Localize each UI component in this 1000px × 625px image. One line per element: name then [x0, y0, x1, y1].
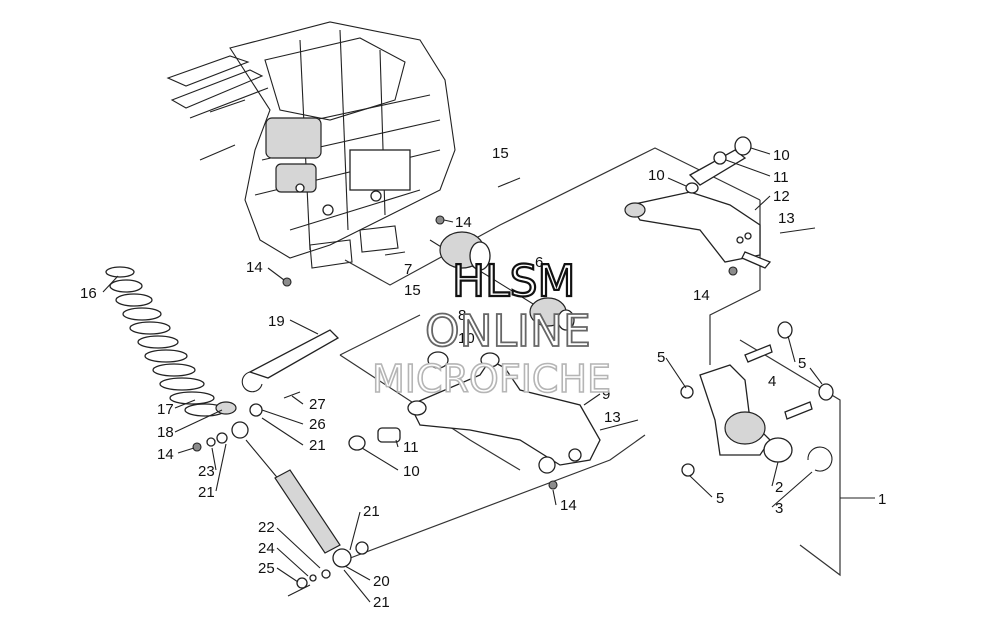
callout-4: 4 [768, 373, 776, 390]
callout-13-a: 13 [778, 210, 795, 227]
shock-absorber [192, 391, 369, 597]
callout-15-b: 15 [404, 282, 421, 299]
knuckle-hub [680, 321, 834, 477]
callout-11-b: 11 [403, 439, 419, 456]
callout-22: 22 [258, 519, 275, 536]
callout-16: 16 [80, 285, 97, 302]
callout-21-b: 21 [198, 484, 215, 501]
drive-axle [384, 215, 576, 331]
callout-18: 18 [157, 424, 174, 441]
callout-14-c: 14 [693, 287, 710, 304]
callout-10-a: 10 [773, 147, 790, 164]
watermark-line-2: ONLINE [425, 306, 591, 357]
callout-21-a: 21 [309, 437, 326, 454]
callout-14-d: 14 [157, 446, 174, 463]
callout-9: 9 [602, 386, 610, 403]
spanner-wrench [241, 329, 340, 393]
callout-15-a: 15 [492, 145, 509, 162]
callout-8: 8 [458, 307, 466, 324]
callout-24: 24 [258, 540, 275, 557]
callout-10-b: 10 [648, 167, 665, 184]
callout-6: 6 [535, 254, 543, 271]
callout-5-a: 5 [657, 349, 665, 366]
callout-10-c: 10 [458, 330, 475, 347]
callout-21-c: 21 [363, 503, 380, 520]
callout-17: 17 [157, 401, 174, 418]
watermark-line-3: MICROFICHE [372, 357, 611, 401]
callout-26: 26 [309, 416, 326, 433]
watermark: HLSM ONLINE MICROFICHE [371, 255, 612, 402]
shock-spring [105, 266, 237, 417]
callout-20: 20 [373, 573, 390, 590]
callout-14-b: 14 [246, 259, 263, 276]
callout-10-d: 10 [403, 463, 420, 480]
watermark-line-1: HLSM [452, 256, 576, 307]
callout-21-d: 21 [373, 594, 390, 611]
callout-5-b: 5 [798, 355, 806, 372]
callout-1: 1 [878, 491, 886, 508]
upper-a-arm [624, 136, 816, 276]
callout-3: 3 [775, 500, 783, 517]
callout-13-b: 13 [604, 409, 621, 426]
callout-5-c: 5 [716, 490, 724, 507]
callout-14-e: 14 [560, 497, 577, 514]
callout-11-a: 11 [773, 169, 789, 186]
callout-2: 2 [775, 479, 783, 496]
callout-7: 7 [404, 261, 412, 278]
callout-leaders [102, 147, 875, 603]
callout-12: 12 [773, 188, 790, 205]
frame-assembly [166, 21, 456, 269]
callout-19: 19 [268, 313, 285, 330]
callout-23: 23 [198, 463, 215, 480]
callout-labels: 15 10 11 10 12 13 14 14 7 15 6 8 10 14 1… [80, 145, 886, 611]
lower-a-arm [348, 351, 639, 490]
callout-25: 25 [258, 560, 275, 577]
callout-27: 27 [309, 396, 326, 413]
frame-bolts [282, 177, 521, 287]
callout-14-a: 14 [455, 214, 472, 231]
